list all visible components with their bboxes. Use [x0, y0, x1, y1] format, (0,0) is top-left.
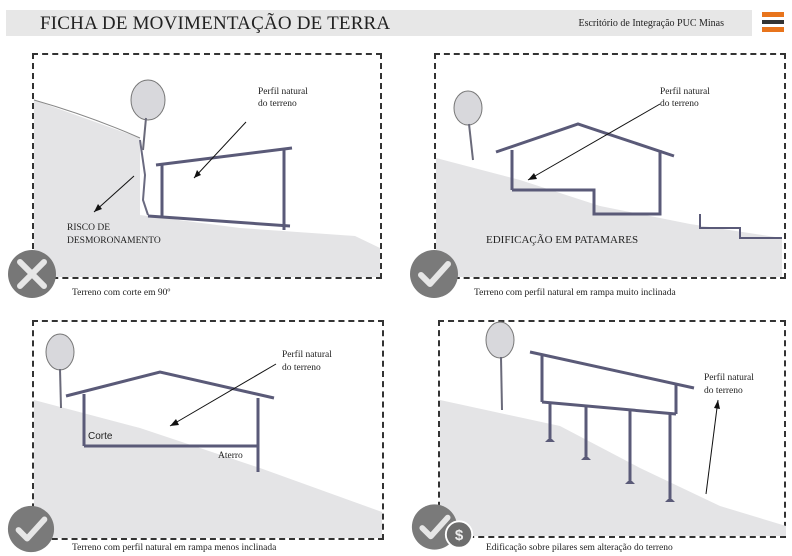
x-icon [8, 250, 56, 298]
check-icon [410, 250, 458, 298]
panel-3-perfil-label-2: do terreno [282, 363, 321, 373]
check-icon [7, 505, 55, 553]
panel-4-perfil-label-2: do terreno [704, 386, 743, 396]
panel-1-perfil-label-1: Perfil natural [258, 87, 308, 97]
panel-1-risco-label-2: DESMORONAMENTO [67, 236, 161, 246]
office-name: Escritório de Integração PUC Minas [578, 18, 724, 29]
panel-2-perfil-label-1: Perfil natural [660, 87, 710, 97]
panel-4-frame [438, 320, 786, 538]
panel-2-caption: Terreno com perfil natural em rampa muit… [474, 288, 676, 298]
panel-3-aterro-label: Aterro [218, 451, 243, 461]
panel-4-caption: Edificação sobre pilares sem alteração d… [486, 543, 673, 553]
header-bar: FICHA DE MOVIMENTAÇÃO DE TERRA Escritóri… [6, 10, 752, 36]
panel-2-frame [434, 53, 786, 279]
panel-1-perfil-label-2: do terreno [258, 99, 297, 109]
panel-4-perfil-label-1: Perfil natural [704, 373, 754, 383]
panel-2-perfil-label-2: do terreno [660, 99, 699, 109]
panel-1-caption: Terreno com corte em 90º [72, 288, 171, 298]
check-dollar-icon: $ [411, 504, 474, 550]
panel-3-perfil-label-1: Perfil natural [282, 350, 332, 360]
svg-text:$: $ [455, 527, 464, 544]
panel-1-risco-label-1: RISCO DE [67, 223, 111, 233]
menu-icon[interactable] [760, 10, 786, 34]
panel-2-main-label: EDIFICAÇÃO EM PATAMARES [486, 234, 639, 246]
panel-3-caption: Terreno com perfil natural em rampa meno… [72, 543, 277, 553]
panel-1-frame [32, 53, 382, 279]
panel-3-corte-label: Corte [88, 431, 113, 442]
panel-3-frame [32, 320, 384, 540]
page-title: FICHA DE MOVIMENTAÇÃO DE TERRA [40, 13, 391, 34]
